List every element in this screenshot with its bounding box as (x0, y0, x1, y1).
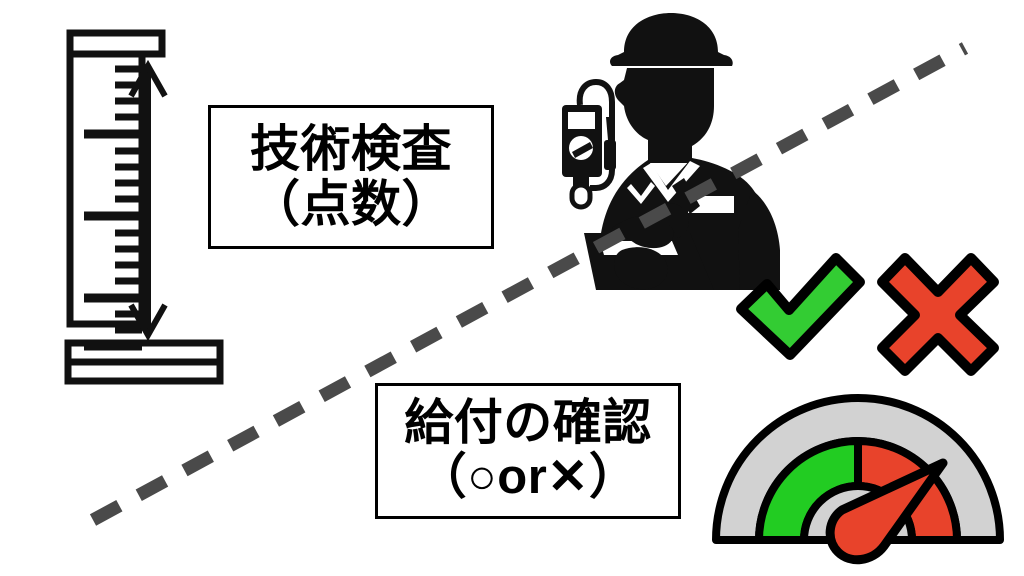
inspector-worker-icon (562, 13, 780, 290)
inspection-box-line-1: 技術検査 (250, 121, 452, 177)
technical-inspection-score-box: 技術検査 （点数） (208, 105, 494, 249)
vertical-measuring-ruler-icon (64, 29, 224, 385)
benefit-confirmation-box: 給付の確認 （○or✕） (375, 383, 681, 519)
dashed-diagonal-divider (89, 42, 969, 526)
benefit-box-line-2: （○or✕） (417, 450, 639, 504)
green-check-icon (736, 253, 865, 360)
double-headed-arrow-icon (128, 59, 168, 342)
benefit-box-line-1: 給付の確認 (404, 396, 652, 451)
gauge-meter-icon (712, 394, 1004, 565)
red-cross-icon (877, 253, 999, 376)
inspection-box-line-2: （点数） (250, 176, 452, 232)
multimeter-icon (562, 78, 616, 210)
